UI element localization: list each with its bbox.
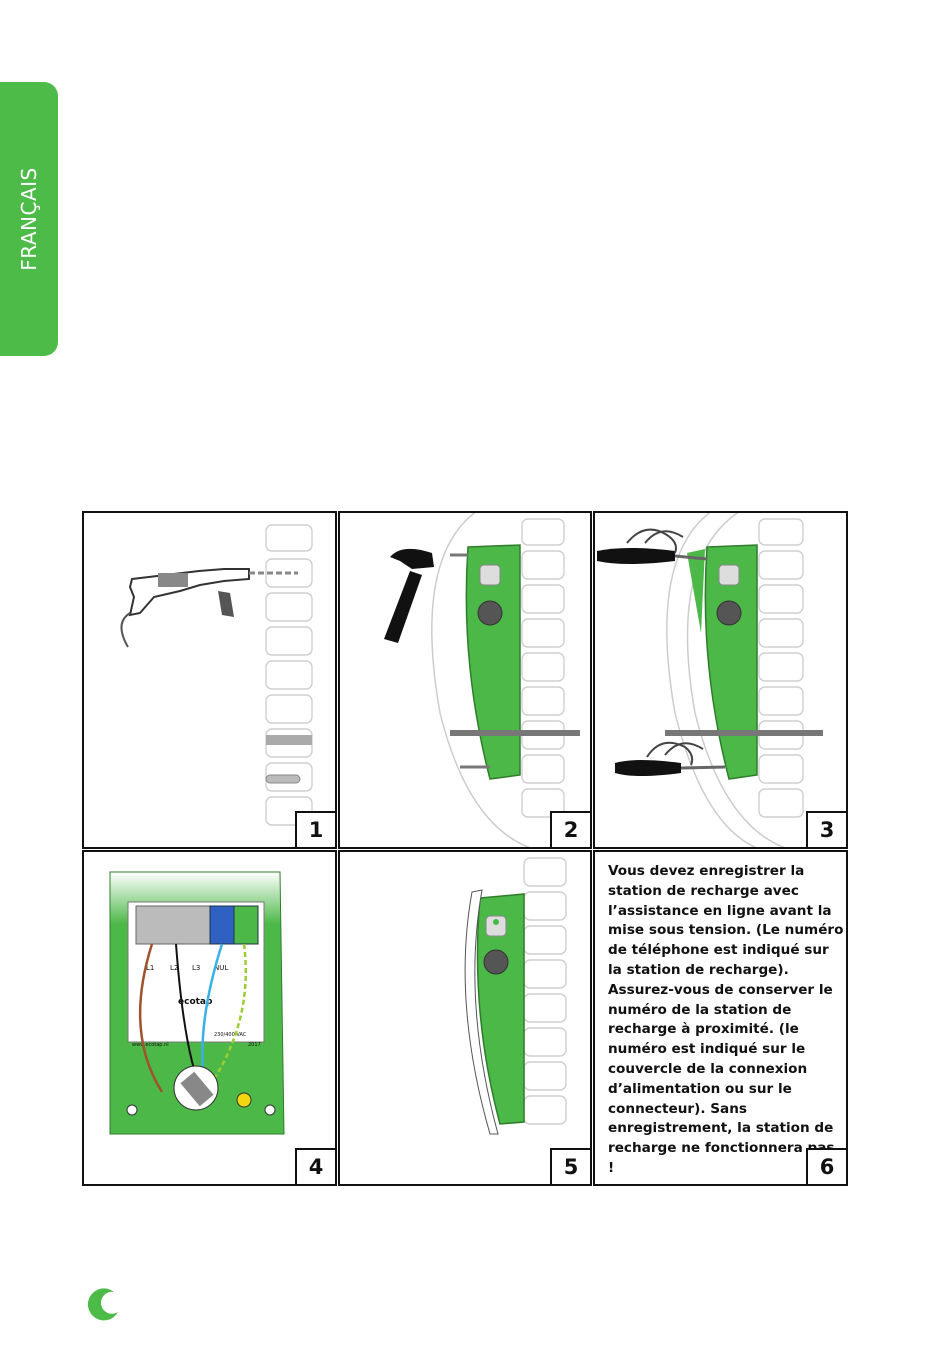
- registration-note: Vous devez enregistrer la station de rec…: [608, 863, 844, 1176]
- screwdriver-illustration: [597, 513, 823, 847]
- drill-illustration: [120, 524, 313, 826]
- cover-mount-illustration: [464, 857, 567, 1135]
- step-3-panel: 3: [593, 511, 848, 849]
- step-6-panel: Vous devez enregistrer la station de rec…: [593, 850, 848, 1186]
- sticker-voltage: 230/400 VAC: [214, 1032, 247, 1038]
- terminal-label-l1: L1: [146, 964, 154, 972]
- step-2-number: 2: [550, 811, 590, 847]
- step-2-panel: 2: [338, 511, 592, 849]
- ecotap-logo-icon: [87, 1288, 118, 1321]
- sticker-brand: ecotap: [178, 997, 213, 1007]
- language-tab-label: FRANÇAIS: [17, 167, 41, 271]
- hammer-illustration: [384, 513, 580, 847]
- step-1-number: 1: [295, 811, 335, 847]
- terminal-label-l2: L2: [170, 964, 178, 972]
- terminal-label-nul: NUL: [214, 964, 228, 972]
- step-4-number: 4: [295, 1148, 335, 1184]
- step-4-panel: L1 L2 L3 NUL ecotap 230/400 VAC www.ecot…: [82, 850, 337, 1186]
- installation-steps-grid: 1 2: [82, 511, 848, 1186]
- step-5-panel: 5: [338, 850, 592, 1186]
- sticker-year: 2017: [248, 1042, 261, 1048]
- terminal-wiring-illustration: L1 L2 L3 NUL ecotap 230/400 VAC www.ecot…: [109, 871, 285, 1135]
- terminal-label-l3: L3: [192, 964, 200, 972]
- sticker-website: www.ecotap.nl: [132, 1042, 169, 1048]
- step-3-number: 3: [806, 811, 846, 847]
- language-tab: FRANÇAIS: [0, 82, 58, 356]
- step-1-panel: 1: [82, 511, 337, 849]
- step-6-number: 6: [806, 1148, 846, 1184]
- step-5-number: 5: [550, 1148, 590, 1184]
